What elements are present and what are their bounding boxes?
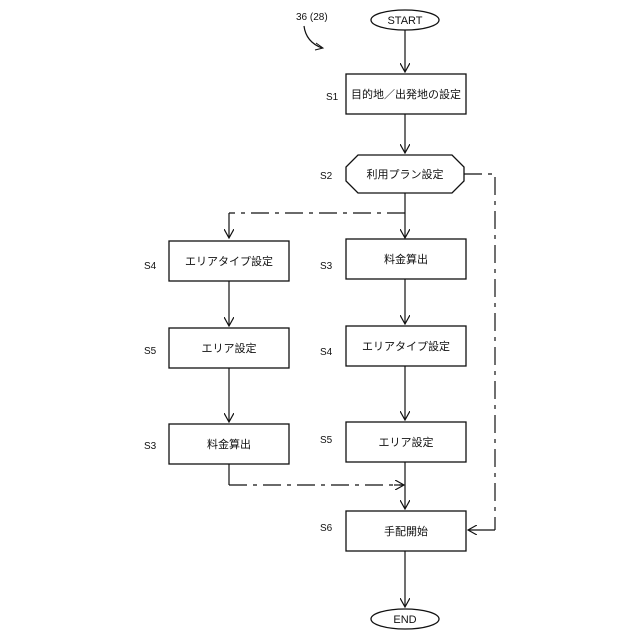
process-label-s6: 手配開始: [384, 524, 428, 538]
step-id-center-s5: S5: [320, 435, 333, 446]
figure-reference-leader: [304, 26, 322, 48]
figure-reference-label: 36 (28): [296, 12, 328, 23]
process-label-center-s4: エリアタイプ設定: [362, 339, 450, 353]
branch-line-right: [464, 174, 495, 530]
process-label-center-s3: 料金算出: [384, 252, 428, 266]
process-label-left-s3: 料金算出: [207, 437, 251, 451]
process-label-left-s5: エリア設定: [202, 341, 257, 355]
end-label: END: [393, 614, 416, 626]
step-id-s6: S6: [320, 523, 333, 534]
step-id-center-s3: S3: [320, 261, 333, 272]
step-id-left-s5: S5: [144, 346, 157, 357]
step-id-left-s3: S3: [144, 441, 157, 452]
process-label-s1: 目的地／出発地の設定: [351, 87, 461, 101]
step-id-center-s4: S4: [320, 347, 333, 358]
step-id-s1: S1: [326, 92, 339, 103]
step-id-left-s4: S4: [144, 261, 157, 272]
process-label-center-s5: エリア設定: [379, 435, 434, 449]
start-label: START: [387, 15, 422, 27]
step-id-s2: S2: [320, 171, 333, 182]
decision-label-s2: 利用プラン設定: [367, 167, 444, 181]
process-label-left-s4: エリアタイプ設定: [185, 254, 273, 268]
